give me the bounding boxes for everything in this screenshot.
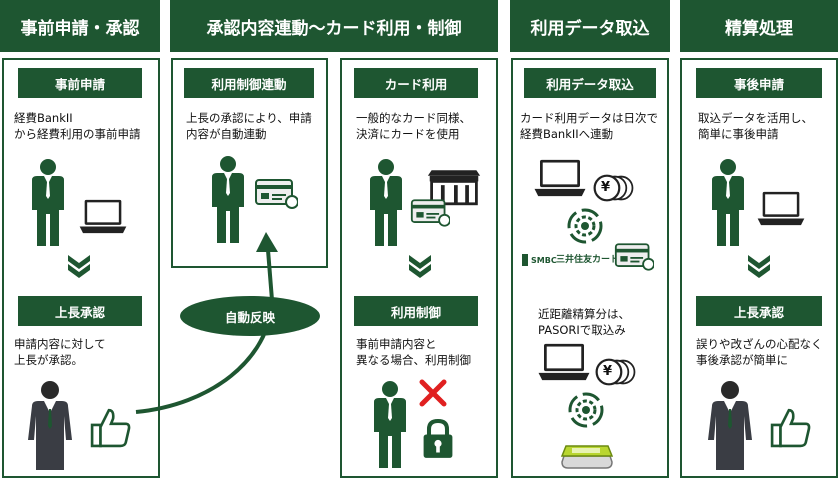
employee-icon <box>370 380 410 470</box>
smbc-logo-text: SMBC <box>531 255 557 265</box>
pasori-reader-icon <box>556 440 616 470</box>
desc-control-line1: 事前申請内容と <box>356 337 437 351</box>
smbc-logo-mark <box>522 254 528 266</box>
panel-pre-application <box>2 58 160 478</box>
lock-icon <box>420 418 456 460</box>
red-cross-icon <box>418 378 448 408</box>
employee-icon <box>708 158 748 248</box>
gear-sync-icon <box>566 390 606 430</box>
yen-symbol: ¥ <box>603 364 613 379</box>
desc-import-line2: 経費BankIIへ連動 <box>520 127 614 141</box>
desc-card-line2: 決済にカードを使用 <box>356 127 460 141</box>
coins-icon <box>592 173 636 203</box>
desc-post-line1: 取込データを活用し、 <box>698 111 813 125</box>
credit-card-icon <box>410 198 450 228</box>
label-pre-application: 事前申請 <box>18 68 142 98</box>
desc-post-approval-line2: 事後承認が簡単に <box>696 353 788 367</box>
label-post-application: 事後申請 <box>696 68 822 98</box>
thumbs-up-icon <box>770 406 812 448</box>
label-usage-control: 利用制御 <box>354 296 478 326</box>
label-data-import: 利用データ取込 <box>524 68 656 98</box>
header-linkage: 承認内容連動～カード利用・制御 <box>170 0 498 52</box>
credit-card-icon <box>614 242 654 272</box>
label-supervisor-approval: 上長承認 <box>18 296 142 326</box>
laptop-icon <box>756 190 806 227</box>
laptop-icon <box>532 158 588 198</box>
yen-symbol: ¥ <box>601 180 611 195</box>
desc-post-approval-line1: 誤りや改ざんの心配なく <box>696 337 823 351</box>
smbc-logo: SMBC <box>522 254 557 266</box>
desc-import-line1: カード利用データは日次で <box>520 111 658 125</box>
coins-icon <box>594 357 638 387</box>
employee-icon <box>366 158 406 248</box>
desc-link-line2: 内容が自動連動 <box>186 127 267 141</box>
desc-link-line1: 上長の承認により、申請 <box>186 111 312 125</box>
header-settlement: 精算処理 <box>680 0 838 52</box>
label-usage-control-link: 利用制御連動 <box>184 68 314 98</box>
supervisor-icon <box>702 380 762 470</box>
label-supervisor-approval-post: 上長承認 <box>696 296 822 326</box>
label-card-usage: カード利用 <box>354 68 478 98</box>
laptop-icon <box>536 342 592 382</box>
chevron-down-icon <box>406 253 434 279</box>
auto-reflect-bubble: 自動反映 <box>180 296 320 336</box>
desc-pre-application-line2: から経費利用の事前申請 <box>14 127 141 141</box>
desc-approval-line1: 申請内容に対して <box>14 337 106 351</box>
desc-post-line2: 簡単に事後申請 <box>698 127 779 141</box>
desc-approval-line2: 上長が承認。 <box>14 353 83 367</box>
gear-sync-icon <box>565 206 605 246</box>
desc-pre-application-line1: 経費BankII <box>14 111 73 125</box>
header-pre-application: 事前申請・承認 <box>0 0 160 52</box>
desc-card-line1: 一般的なカード同様、 <box>356 111 471 125</box>
smbc-card-brand: 三井住友カード <box>556 255 620 265</box>
desc-control-line2: 異なる場合、利用制御 <box>356 353 471 367</box>
panel-data-import <box>511 58 669 478</box>
desc-pasori-line2: PASORIで取込み <box>538 323 626 337</box>
desc-pasori-line1: 近距離精算分は、 <box>538 307 630 321</box>
chevron-down-icon <box>745 253 773 279</box>
header-import: 利用データ取込 <box>510 0 670 52</box>
